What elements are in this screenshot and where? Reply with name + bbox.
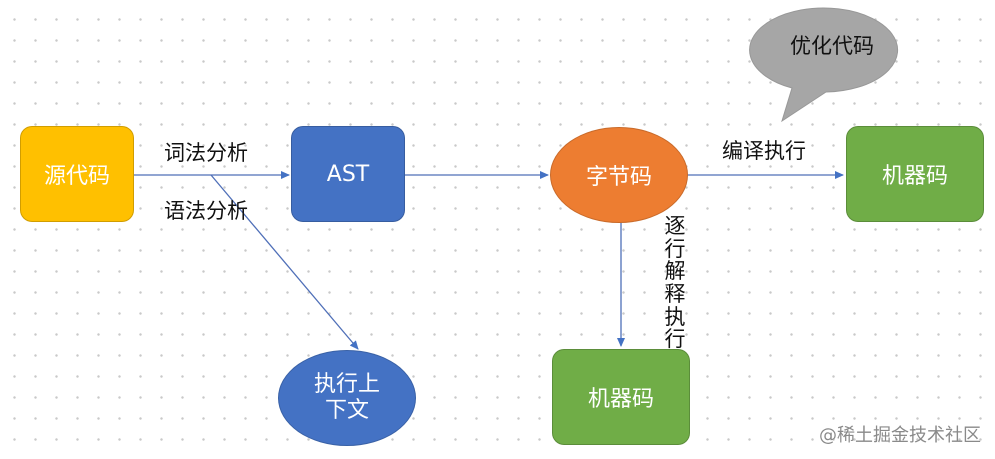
exec-context-label: 执行上下文 (313, 371, 380, 423)
optimize-callout-label: 优化代码 (790, 34, 874, 58)
syntax-analysis-label: 语法分析 (164, 199, 248, 223)
edge-source-to-context (210, 174, 359, 350)
exec-context-node: 执行上下文 (278, 350, 416, 446)
optimize-callout-bubble (749, 7, 899, 123)
machine-code-right-node: 机器码 (846, 126, 984, 222)
ast-node: AST (291, 126, 405, 222)
watermark: @稀土掘金技术社区 (819, 425, 981, 446)
compile-exec-label: 编译执行 (722, 139, 806, 163)
lexical-analysis-label: 词法分析 (164, 141, 248, 165)
source-code-node: 源代码 (20, 126, 134, 222)
interpret-exec-label: 逐行解释执行 (664, 214, 686, 352)
machine-code-bottom-node: 机器码 (552, 349, 690, 445)
bytecode-node: 字节码 (550, 127, 688, 223)
